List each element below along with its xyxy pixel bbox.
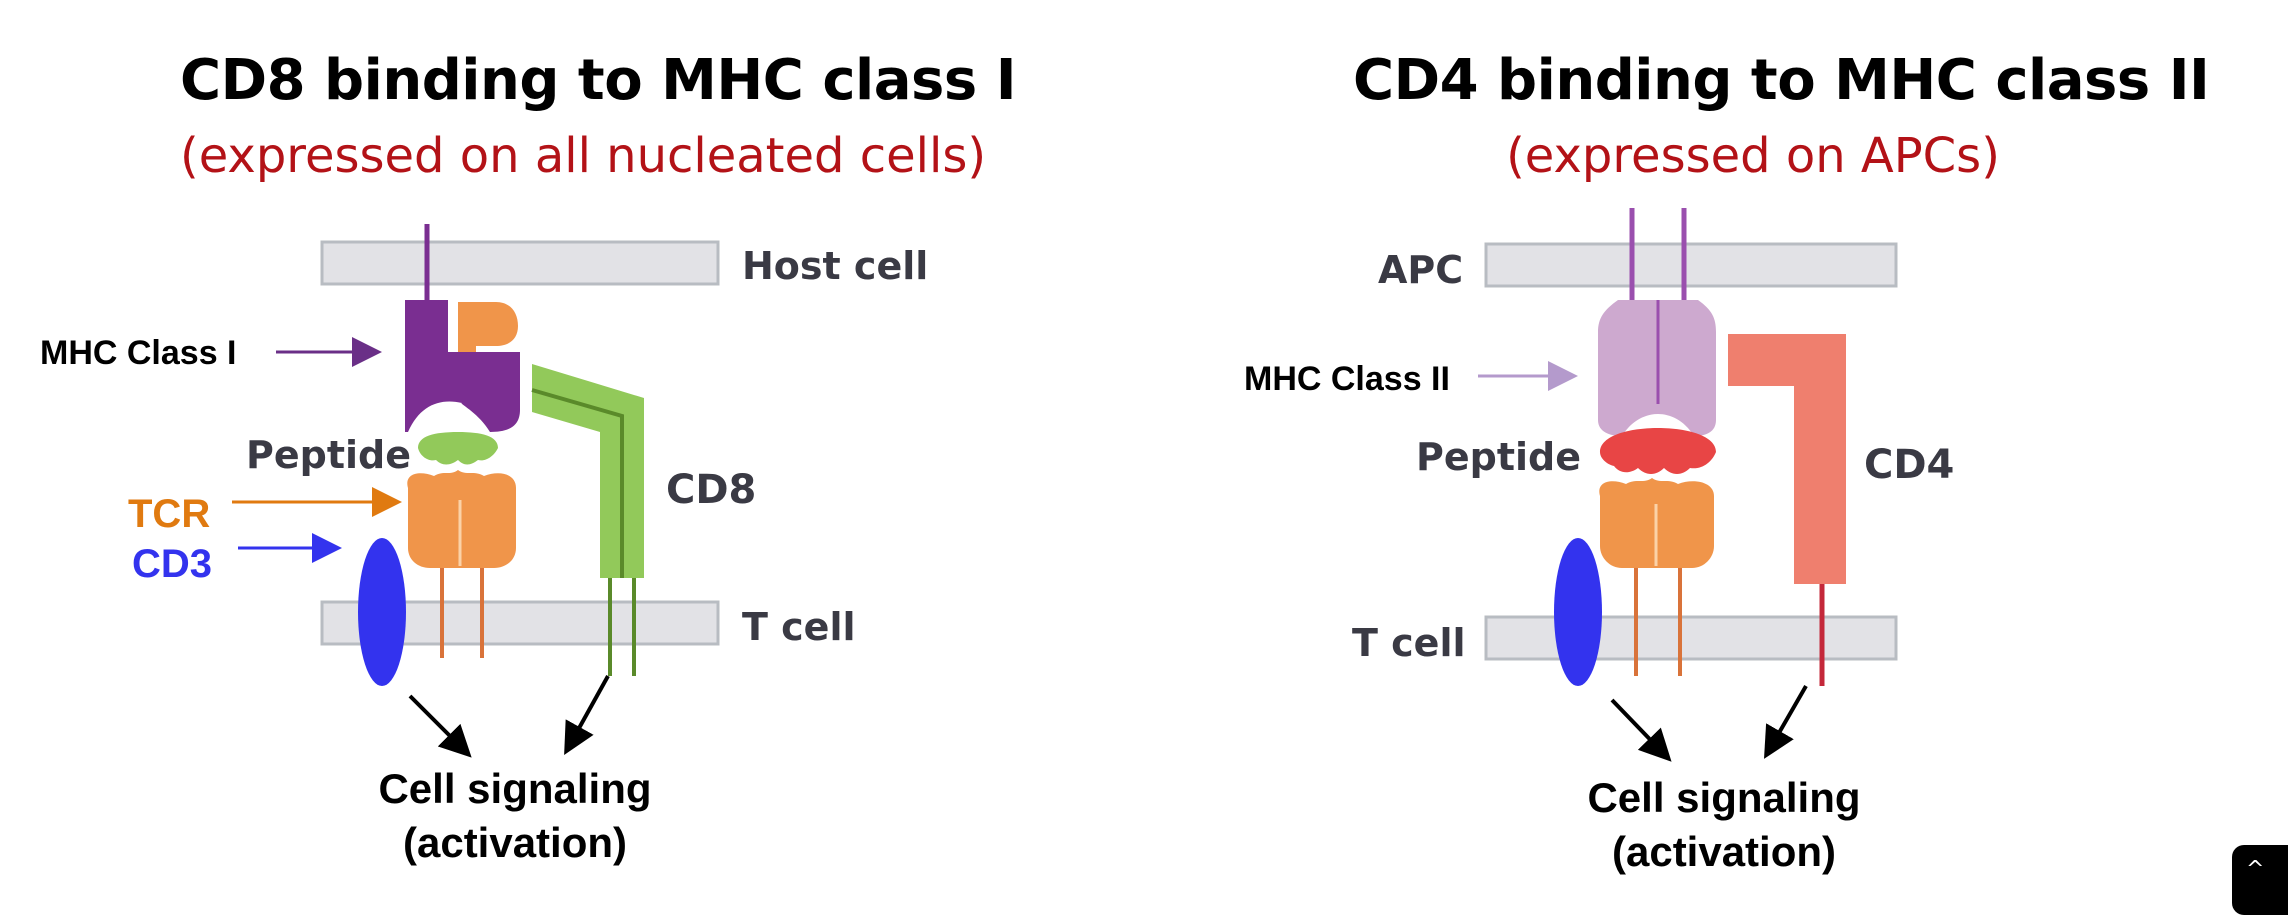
cd8-label: CD8	[666, 467, 756, 513]
signal-arrow-left-b	[564, 675, 610, 755]
t-cell-label-right: T cell	[1352, 621, 1466, 665]
signal-arrow-right-a	[1610, 698, 1672, 762]
t-cell-label-left: T cell	[742, 605, 856, 649]
diagram-canvas: Host cell T cell CD8 MHC Class I Peptide…	[40, 208, 1954, 875]
left-panel-subtitle: (expressed on all nucleated cells)	[180, 128, 987, 184]
cd8-molecule	[532, 364, 644, 578]
signal-label-right-2: (activation)	[1612, 828, 1836, 875]
right-panel-subtitle: (expressed on APCs)	[1506, 128, 2000, 184]
mhc1-molecule	[401, 300, 520, 432]
left-panel-title: CD8 binding to MHC class I	[180, 48, 1017, 113]
chevron-up-icon: ^	[2246, 857, 2265, 882]
signal-label-right-1: Cell signaling	[1587, 774, 1860, 821]
mhc2-label: MHC Class II	[1244, 360, 1450, 398]
mhc1-label: MHC Class I	[40, 334, 237, 372]
signal-label-left-2: (activation)	[403, 819, 627, 866]
peptide-right	[1600, 428, 1716, 474]
cd8-center-line	[531, 388, 624, 578]
peptide-left	[418, 432, 498, 465]
signal-arrow-left-a	[408, 694, 472, 758]
tcr-label: TCR	[128, 492, 210, 536]
scroll-top-button[interactable]: ^	[2232, 845, 2288, 915]
host-cell-label: Host cell	[742, 244, 928, 288]
peptide-label-right: Peptide	[1416, 435, 1581, 479]
signal-label-left-1: Cell signaling	[378, 765, 651, 812]
right-panel-title: CD4 binding to MHC class II	[1353, 48, 2210, 113]
cd4-label: CD4	[1864, 442, 1954, 488]
cd3-molecule-left	[358, 538, 406, 686]
left-diagram: Host cell T cell CD8 MHC Class I Peptide…	[40, 224, 928, 866]
apc-label: APC	[1378, 248, 1463, 292]
signal-arrow-right-b	[1764, 685, 1808, 759]
cd3-label: CD3	[132, 542, 212, 586]
t-cell-membrane-right	[1484, 615, 1898, 661]
mhc1-groove-top	[458, 302, 518, 352]
right-diagram: APC T cell CD4 MHC Class II Peptide Cell…	[1244, 208, 1954, 875]
host-cell-membrane	[320, 240, 720, 286]
apc-membrane	[1484, 242, 1898, 288]
cd4-molecule	[1728, 334, 1846, 584]
cd3-molecule-right	[1554, 538, 1602, 686]
tcr-molecule-left	[407, 470, 516, 568]
peptide-label-left: Peptide	[246, 433, 411, 477]
